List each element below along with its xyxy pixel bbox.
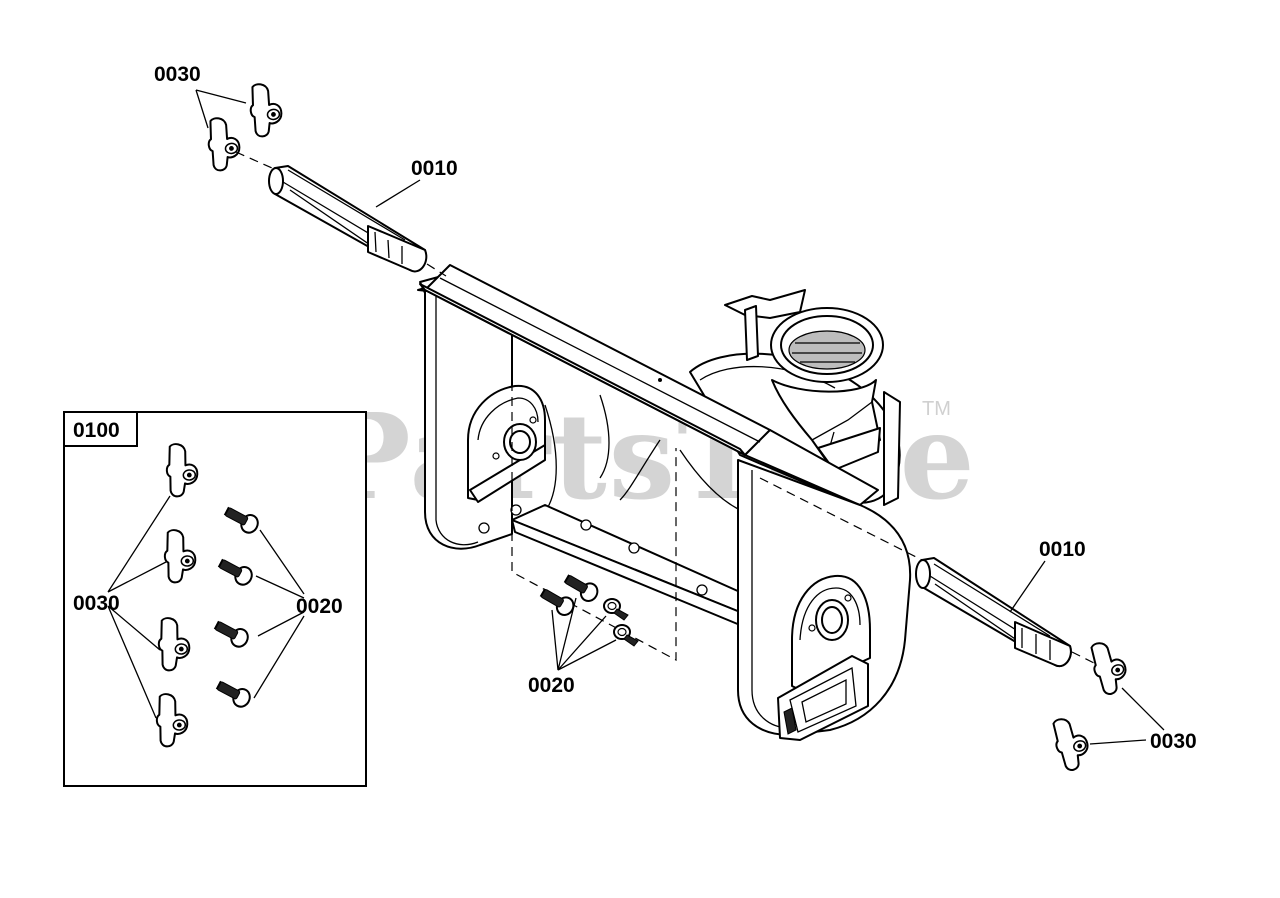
callout-0020-main: 0020 bbox=[528, 674, 575, 697]
carriage-bolt-1 bbox=[537, 584, 578, 619]
thumbscrew-bottom-rear bbox=[1085, 636, 1134, 698]
auger-shaft-top bbox=[268, 165, 428, 273]
thumbscrew-top-front bbox=[204, 114, 244, 173]
thumbscrew-bottom-front bbox=[1047, 712, 1096, 774]
kit-label: 0100 bbox=[73, 419, 120, 442]
thumbscrew-top-rear bbox=[246, 80, 286, 139]
hardware-kit-box: 0100 0030 0020 bbox=[63, 411, 367, 787]
auger-shaft-right bbox=[915, 557, 1072, 668]
flange-nut-1 bbox=[603, 598, 629, 621]
callout-0010-right: 0010 bbox=[1039, 538, 1086, 561]
callout-0030-top: 0030 bbox=[154, 63, 201, 86]
watermark-trademark: TM bbox=[922, 398, 951, 420]
callout-0020-kit: 0020 bbox=[296, 595, 343, 618]
flange-nut-2 bbox=[613, 624, 639, 647]
callout-0010-top: 0010 bbox=[411, 157, 458, 180]
auger-housing bbox=[417, 264, 912, 741]
callout-0030-bottom: 0030 bbox=[1150, 730, 1197, 753]
callout-0030-kit: 0030 bbox=[73, 592, 120, 615]
